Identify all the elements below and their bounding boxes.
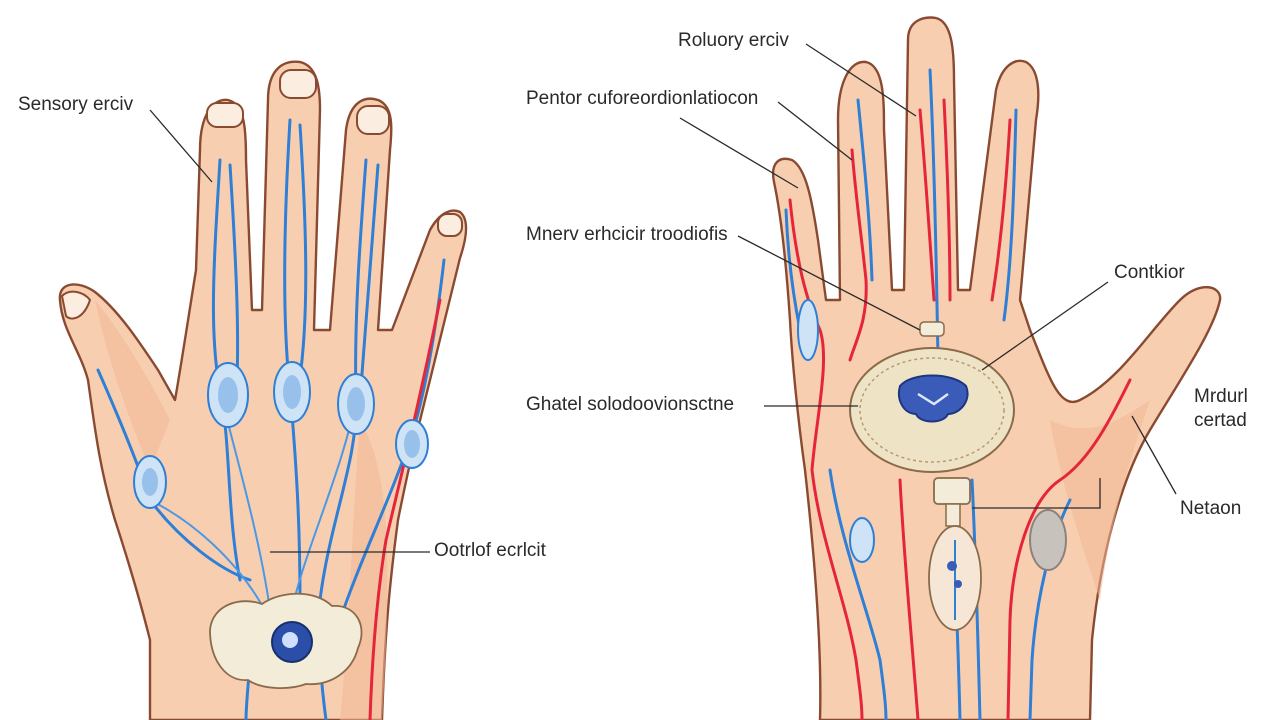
right-hand-palmar-illustration (771, 16, 1222, 720)
label-motor-fiber: Mnerv erhcicir troodiofis (526, 224, 728, 245)
connector-block (933, 477, 971, 505)
label-sensory-nerve: Sensory erciv (18, 94, 134, 115)
lower-capsule-dot-2 (954, 580, 962, 588)
connector-stem (945, 503, 961, 527)
left-node-core-2 (283, 375, 301, 409)
right-artery-2 (848, 148, 868, 362)
right-node-2 (849, 517, 875, 563)
right-vein-5 (1002, 108, 1018, 322)
right-vein-forearm-2 (1028, 498, 1072, 720)
leader-neuron (1131, 415, 1177, 495)
left-node-core-3 (347, 387, 365, 421)
leader-pathway (679, 117, 799, 189)
left-hand-dorsal-illustration (58, 60, 468, 720)
label-rotary-nerve: Roluory erciv (678, 30, 789, 51)
right-artery-forearm-1 (810, 468, 864, 720)
leader-connector (972, 478, 1101, 509)
left-node-core-4 (404, 430, 420, 458)
right-vein-3 (928, 68, 940, 362)
left-vein-4 (296, 123, 308, 392)
right-artery-3 (918, 108, 936, 302)
right-vein-forearm-1 (828, 468, 888, 720)
left-artery (368, 298, 442, 720)
leader-rotary-nerve (805, 43, 917, 117)
label-median-central-line: Mrdurl (1194, 386, 1248, 407)
labels: Sensory erciv Pentor cuforeordionlatioco… (18, 30, 1253, 561)
leader-pathway-2 (777, 101, 853, 161)
cross-section-top-tab (919, 321, 945, 337)
left-nail-thumb (60, 290, 92, 320)
cross-section-inner-ring (859, 357, 1005, 463)
left-nail-index (206, 102, 244, 128)
label-median-central: Mrdurl certad (1194, 386, 1253, 431)
left-nail-middle (279, 69, 317, 99)
leader-sensory-nerve (149, 109, 213, 183)
left-vein-8 (149, 499, 271, 621)
right-artery-forearm-3 (898, 478, 920, 720)
right-hand-outline (771, 16, 1222, 720)
right-artery-4 (942, 98, 952, 302)
right-vein-2 (856, 98, 874, 282)
nerve-cross-section-icon (849, 321, 1015, 473)
label-median-central-line-2: certad (1194, 410, 1247, 431)
cross-section-core-highlight (917, 392, 949, 406)
right-node-1 (797, 299, 819, 361)
right-node-3 (1029, 509, 1067, 571)
left-node-core-thumb (142, 468, 158, 496)
leader-contactor (981, 281, 1109, 371)
right-artery-5 (990, 118, 1012, 302)
left-nail-little (437, 213, 463, 237)
leader-motor-fiber (737, 235, 921, 331)
label-conductor: Ootrlof ecrlcit (434, 540, 547, 561)
right-artery-1 (788, 198, 826, 472)
left-nail-ring (356, 105, 390, 135)
left-vein-6 (358, 163, 380, 402)
label-pathway: Pentor cuforeordionlatiocon (526, 88, 758, 109)
lower-capsule-dot-1 (947, 561, 957, 571)
right-artery-forearm-2 (1006, 378, 1132, 720)
left-ganglion-center (282, 632, 298, 648)
label-ganglion: Ghatel solodoovionsctne (526, 394, 734, 415)
cross-section-core (898, 374, 969, 423)
label-neuron: Netaon (1180, 498, 1241, 519)
left-thumb-shading (95, 300, 170, 470)
left-node-core-1 (218, 377, 238, 413)
label-contactor: Contkior (1114, 262, 1185, 283)
leader-lines (149, 43, 1177, 553)
